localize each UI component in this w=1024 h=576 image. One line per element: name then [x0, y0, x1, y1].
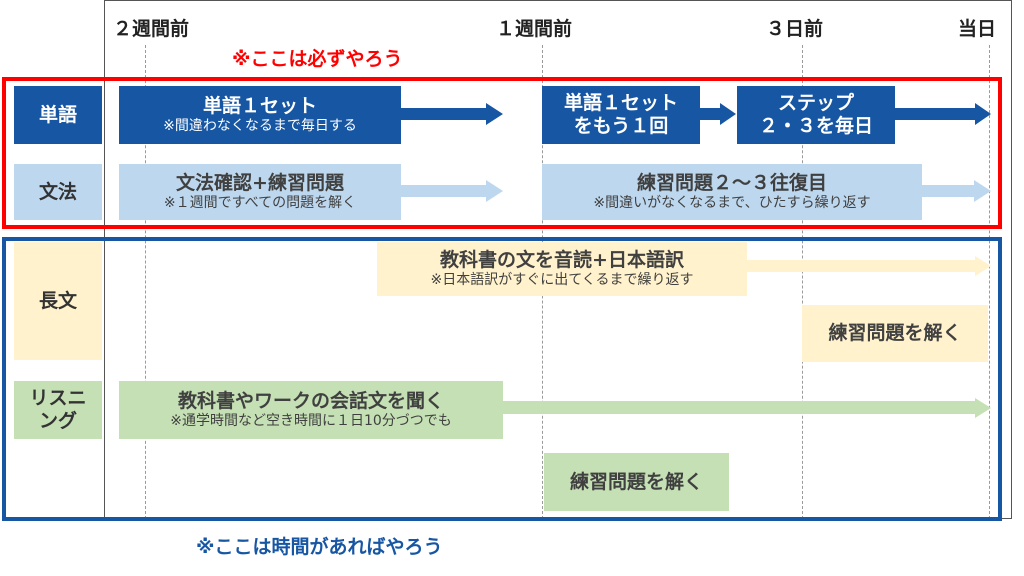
- reading-task-1: 教科書の文を音読+日本語訳 ※日本語訳がすぐに出てくるまで繰り返す: [377, 242, 747, 296]
- listening-task-1-title: 教科書やワークの会話文を聞く: [177, 389, 444, 412]
- reading-task-2-title: 練習問題を解く: [828, 322, 962, 345]
- listening-task-2-title: 練習問題を解く: [569, 470, 703, 493]
- vocab-arrow-3: [893, 103, 991, 125]
- gridline-today: [989, 45, 990, 519]
- listening-task-1-sub: ※通学時間など空き時間に１日10分づつでも: [170, 412, 452, 429]
- vocab-task-2-title2: をもう１回: [573, 115, 669, 137]
- gridline-3-days: [802, 45, 803, 519]
- grammar-task-1-title: 文法確認+練習問題: [176, 171, 344, 194]
- reading-task-1-title: 教科書の文を音読+日本語訳: [440, 248, 684, 271]
- must-do-note: ※ここは必ずやろう: [232, 48, 403, 70]
- gridline-2-weeks: [145, 45, 146, 519]
- must-do-group: [2, 77, 1002, 229]
- row-label-grammar: 文法: [14, 164, 102, 220]
- grammar-task-1: 文法確認+練習問題 ※１週間ですべての問題を解く: [119, 164, 401, 220]
- vocab-task-2-title: 単語１セット: [563, 92, 678, 115]
- listening-task-1: 教科書やワークの会話文を聞く ※通学時間など空き時間に１日10分づつでも: [119, 381, 503, 439]
- vocab-task-3: ステップ ２・３を毎日: [737, 86, 895, 144]
- reading-arrow-1: [745, 256, 991, 276]
- grammar-task-2: 練習問題２～３往復目 ※間違いがなくなるまで、ひたすら繰り返す: [542, 164, 922, 220]
- row-label-listening-line2: ング: [38, 410, 77, 432]
- column-header-today: 当日: [958, 18, 997, 40]
- column-header-1-week: １週間前: [496, 18, 573, 40]
- row-label-reading: 長文: [14, 242, 102, 360]
- optional-note: ※ここは時間があればやろう: [196, 536, 443, 558]
- vocab-task-1: 単語１セット ※間違わなくなるまで毎日する: [119, 86, 401, 144]
- column-header-3-days: ３日前: [766, 18, 824, 40]
- vocab-task-1-sub: ※間違わなくなるまで毎日する: [163, 117, 357, 134]
- listening-task-2: 練習問題を解く: [544, 453, 729, 511]
- vocab-task-2: 単語１セット をもう１回: [542, 86, 700, 144]
- grammar-arrow-2: [920, 180, 991, 202]
- vocab-arrow-2: [698, 103, 736, 125]
- vocab-arrow-1: [400, 103, 503, 125]
- row-label-vocab: 単語: [14, 86, 102, 144]
- grammar-arrow-1: [400, 180, 503, 202]
- vocab-task-1-title: 単語１セット: [202, 94, 317, 117]
- row-label-listening-line1: リスニ: [29, 387, 87, 410]
- reading-task-1-sub: ※日本語訳がすぐに出てくるまで繰り返す: [430, 271, 694, 288]
- vocab-task-3-title: ステップ: [777, 92, 854, 115]
- grammar-task-1-sub: ※１週間ですべての問題を解く: [163, 194, 357, 211]
- optional-group: [2, 237, 1002, 521]
- column-header-2-weeks: ２週間前: [113, 18, 190, 40]
- reading-task-2: 練習問題を解く: [802, 305, 988, 362]
- grammar-task-2-title: 練習問題２～３往復目: [636, 171, 827, 194]
- listening-arrow-1: [500, 398, 991, 418]
- vocab-task-3-title2: ２・３を毎日: [758, 115, 873, 137]
- timeline-frame-top: [104, 0, 1012, 1]
- grammar-task-2-sub: ※間違いがなくなるまで、ひたすら繰り返す: [593, 194, 871, 211]
- row-label-listening: リスニ ング: [14, 381, 102, 439]
